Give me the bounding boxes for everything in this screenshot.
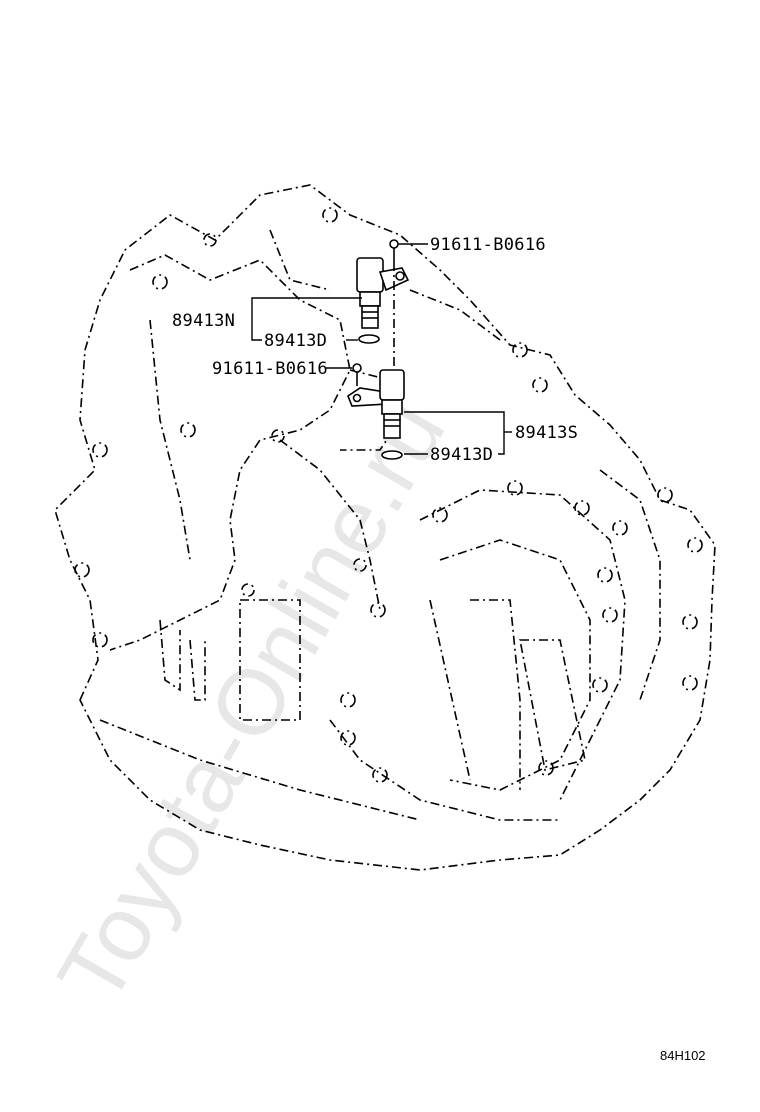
leader-lines (251, 243, 512, 455)
upper-o-ring[interactable] (358, 334, 380, 344)
part-number-bolt-lower[interactable]: 91611-B0616 (212, 359, 328, 379)
part-number-sensor-lower[interactable]: 89413S (515, 423, 578, 443)
upper-speed-sensor[interactable] (356, 257, 410, 329)
upper-bolt[interactable] (389, 239, 399, 262)
transmission-housing (54, 184, 716, 871)
lower-bolt[interactable] (352, 363, 362, 386)
lower-speed-sensor[interactable] (347, 369, 405, 439)
part-number-sensor-upper[interactable]: 89413N (172, 311, 235, 331)
lower-o-ring[interactable] (381, 450, 403, 460)
part-number-bolt-upper[interactable]: 91611-B0616 (430, 235, 546, 255)
bolt-holes (74, 207, 703, 783)
part-number-oring-lower[interactable]: 89413D (430, 445, 493, 465)
diagram-code: 84H102 (660, 1048, 706, 1063)
watermark-text: Toyota-Online.ru (39, 384, 465, 1020)
part-number-oring-upper[interactable]: 89413D (264, 331, 327, 351)
